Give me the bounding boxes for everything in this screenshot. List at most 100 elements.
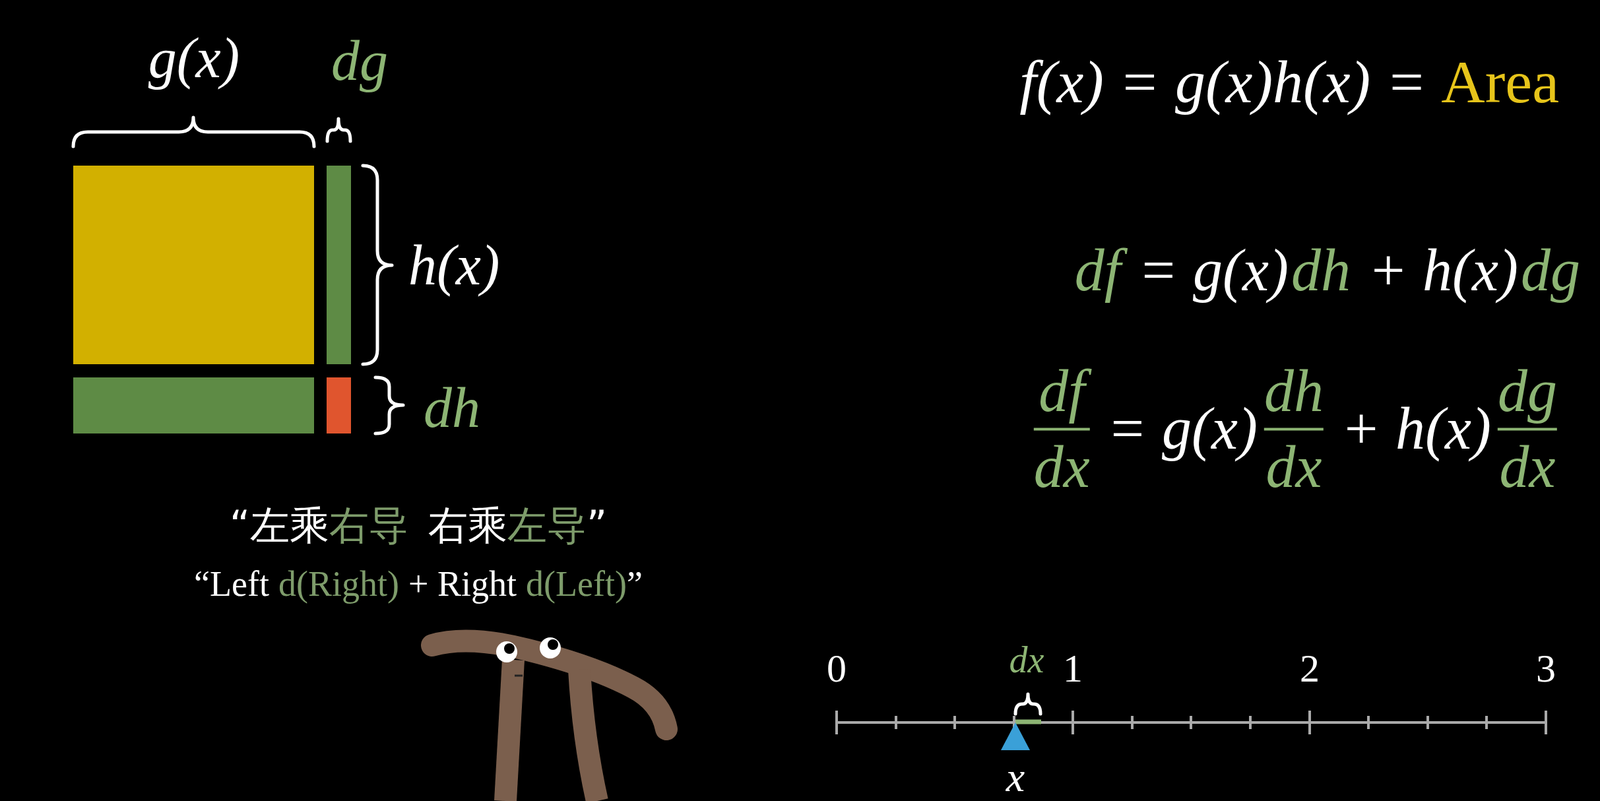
area-rectangle <box>73 165 315 365</box>
mnemonic-text: “左乘 <box>229 504 330 547</box>
mnemonic-text: 右导 <box>329 504 409 547</box>
equation-term: = g(x) <box>1107 397 1258 461</box>
dimension-label: dh <box>423 378 481 438</box>
term-cell: 右乘 <box>428 504 508 547</box>
term-cell: 右导 <box>329 504 409 547</box>
mnemonic-row: “左乘右导右乘左导” <box>229 504 608 547</box>
pi-pupil <box>504 643 515 654</box>
fraction: dgdx <box>1493 360 1562 499</box>
term-cell: dg <box>331 31 388 91</box>
dh-strip <box>73 377 315 434</box>
axis-row: 2 <box>1299 647 1320 690</box>
equation-term: Area <box>1440 50 1560 115</box>
mnemonic-text: 右乘 <box>428 504 508 547</box>
term-cell: 左导 <box>507 504 587 547</box>
major-tick <box>1544 710 1548 735</box>
dimension-label: dg <box>331 31 388 91</box>
term-cell: x <box>1006 754 1025 800</box>
minor-tick <box>1189 715 1193 730</box>
term-cell: ” <box>626 565 643 604</box>
dh-brace <box>375 377 404 434</box>
pi-eye <box>496 641 518 663</box>
term-cell: dh <box>423 378 481 438</box>
fraction: df dx <box>1029 360 1094 499</box>
axis-number: 2 <box>1299 647 1320 690</box>
mnemonic-text: d(Right) <box>278 565 400 604</box>
fraction-stack: df dx <box>1029 360 1094 499</box>
dimension-row: g(x) <box>148 28 240 88</box>
fraction-denominator: dx <box>1033 435 1090 499</box>
dimension-row: dg <box>331 31 388 91</box>
dx-segment <box>1015 719 1042 725</box>
axis-row: 0 <box>826 647 847 690</box>
dg-brace <box>327 118 351 142</box>
term-cell: dx <box>1009 640 1045 680</box>
equation-term: = g(x) <box>1138 239 1289 303</box>
fraction-stack: dhdx <box>1260 360 1328 499</box>
minor-tick <box>1426 715 1430 730</box>
equation-row: df = g(x)dh+ h(x)dg <box>1074 239 1581 303</box>
axis-row: 3 <box>1536 647 1556 690</box>
term-cell: + h(x) <box>1340 397 1492 461</box>
axis-number: 1 <box>1062 647 1083 690</box>
height-brace <box>362 165 392 365</box>
dimension-label: g(x) <box>148 28 240 88</box>
term-cell: d(Right) <box>278 565 400 604</box>
minor-tick <box>953 715 957 730</box>
term-cell: dh <box>1291 239 1351 303</box>
number-line <box>836 710 1546 735</box>
dimension-label: h(x) <box>408 235 500 295</box>
term-cell: + h(x) <box>1367 239 1519 303</box>
dimension-row: dh <box>423 378 481 438</box>
minor-tick <box>1130 715 1134 730</box>
term-cell: dg <box>1520 239 1581 303</box>
minor-tick <box>1248 715 1252 730</box>
dimension-row: h(x) <box>408 235 500 295</box>
dx-brace <box>1015 694 1041 714</box>
equation-term: + h(x) <box>1367 239 1519 303</box>
equation-term: + h(x) <box>1340 397 1492 461</box>
term-cell: = g(x) <box>1138 239 1289 303</box>
pi-pupil <box>547 639 559 650</box>
fraction: dhdx <box>1260 360 1328 499</box>
axis-row: dx <box>1009 640 1045 680</box>
equation-term: dh <box>1291 239 1351 303</box>
term-cell: = g(x) <box>1107 397 1258 461</box>
term-cell: “左乘 <box>229 504 330 547</box>
term-cell: ” <box>586 504 608 547</box>
equation-term: dg <box>1520 239 1581 303</box>
pi-leg <box>505 659 514 801</box>
mnemonic-text: 左导 <box>507 504 587 547</box>
mnemonic-text: d(Left) <box>525 565 627 604</box>
equation-term: df <box>1074 239 1121 303</box>
term-cell: + Right <box>408 565 517 604</box>
fraction-bar <box>1264 427 1324 431</box>
mnemonic-text: ” <box>586 504 608 547</box>
term-cell: h(x) <box>408 235 500 295</box>
axis-number: 3 <box>1536 647 1556 690</box>
corner-square <box>326 377 352 434</box>
fraction-denominator: dx <box>1265 435 1322 499</box>
fraction-numerator: df <box>1038 360 1085 423</box>
equation-row: f(x) = g(x)h(x) =Area <box>1019 50 1560 115</box>
equation-row: dfdx= g(x)dhdx+ h(x)dgdx <box>1029 360 1562 499</box>
major-tick <box>1308 710 1312 735</box>
x-marker <box>1000 722 1030 751</box>
term-cell: f(x) = g(x)h(x) = <box>1019 50 1427 115</box>
term-cell: df <box>1074 239 1121 303</box>
term-cell: 1 <box>1062 647 1083 690</box>
minor-tick <box>1367 715 1370 730</box>
term-cell: g(x) <box>148 28 240 88</box>
term-cell: d(Left) <box>525 565 627 604</box>
axis-row: 1 <box>1062 647 1083 690</box>
term-cell: 2 <box>1299 647 1320 690</box>
mnemonic-text: + Right <box>408 565 517 604</box>
fraction-bar <box>1033 427 1090 431</box>
fraction-bar <box>1497 427 1558 431</box>
term-cell: Area <box>1440 50 1560 115</box>
term-cell: 0 <box>826 647 847 690</box>
mnemonic-text: “Left <box>193 565 270 604</box>
pi-creature <box>432 637 667 801</box>
axis-label: x <box>1006 754 1025 800</box>
pi-leg <box>579 669 598 801</box>
